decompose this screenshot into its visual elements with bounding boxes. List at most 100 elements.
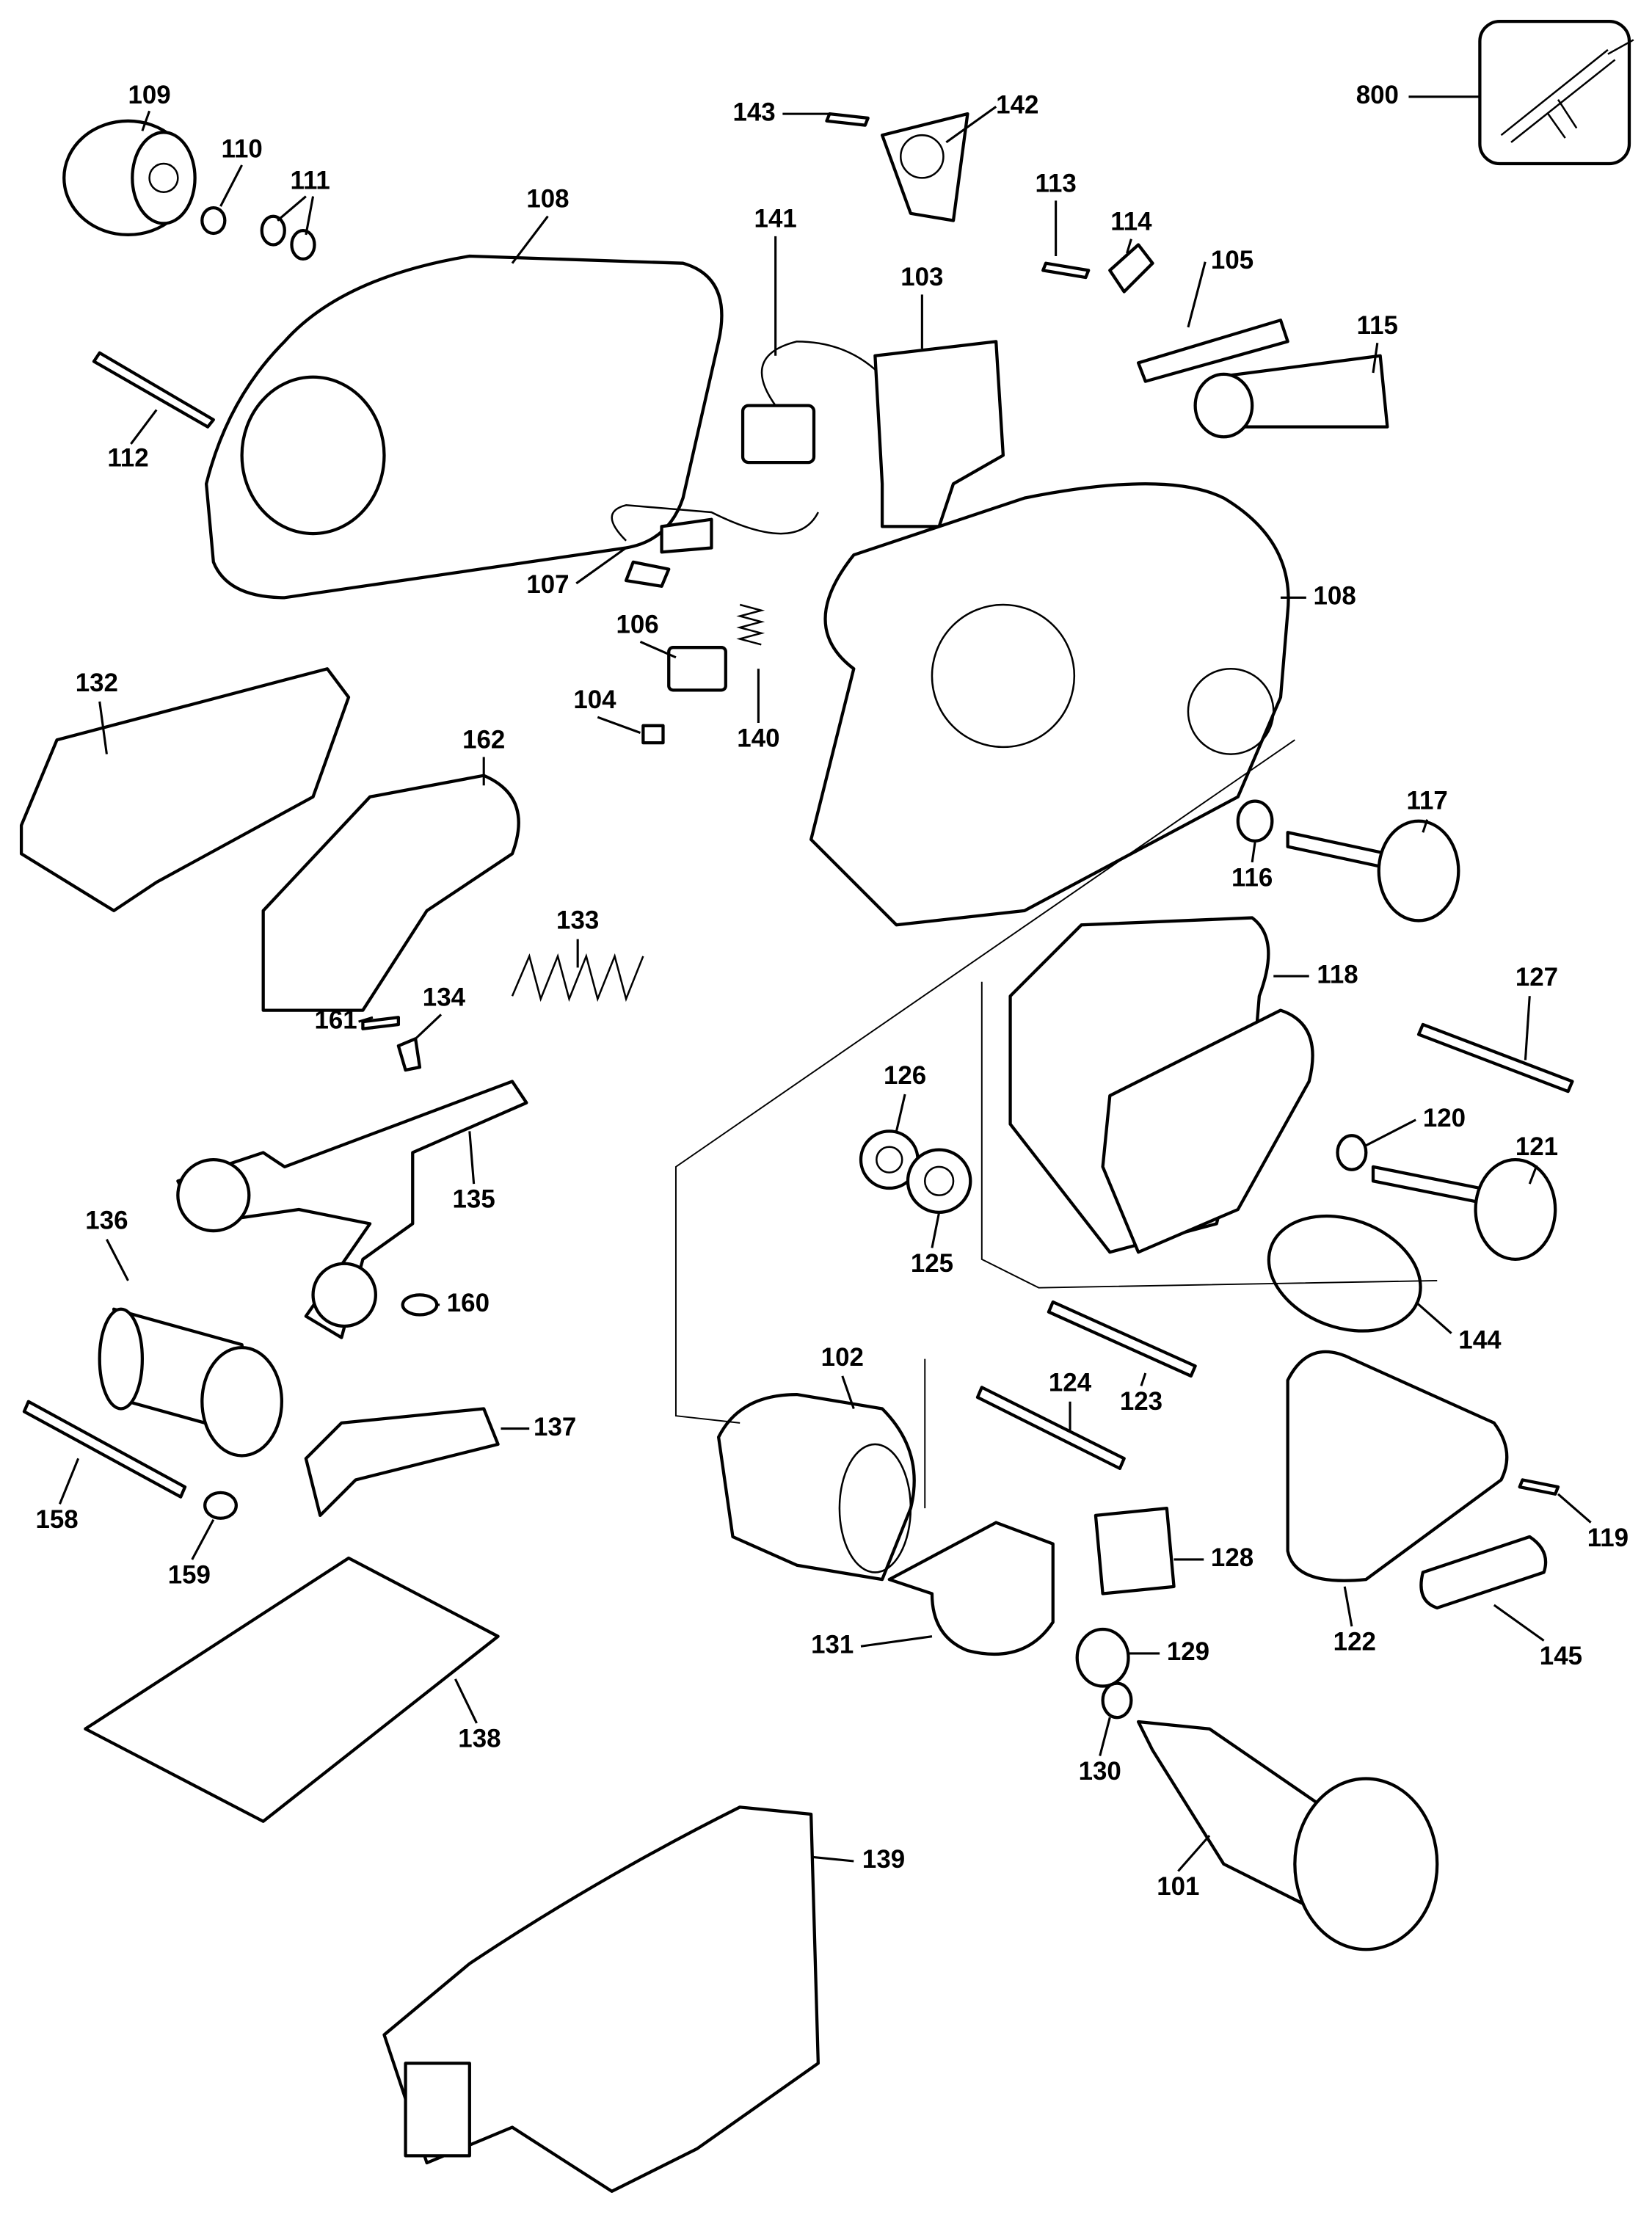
part-123-screw	[1047, 1300, 1197, 1378]
callout-104: 104	[573, 685, 616, 714]
callout-118: 118	[1317, 960, 1358, 989]
part-109-roller	[62, 119, 197, 237]
assembly-line	[674, 739, 1438, 1509]
part-117-gear	[1377, 819, 1460, 923]
callout-135: 135	[453, 1185, 495, 1214]
callout-103: 103	[900, 263, 943, 291]
part-137-plate	[304, 1407, 500, 1518]
part-142-cam	[880, 112, 969, 222]
part-127-screw	[1416, 1022, 1574, 1094]
part-103-switch	[873, 340, 1005, 528]
callout-101: 101	[1157, 1872, 1199, 1901]
callout-144: 144	[1458, 1326, 1502, 1355]
callout-labels: 109 110 111 108 112 143 142 141 113 114 …	[35, 81, 1629, 1901]
callout-139: 139	[862, 1845, 905, 1874]
part-105-cord	[1136, 319, 1289, 383]
part-108-handle-loop	[240, 375, 386, 536]
part-124-screw	[975, 1386, 1126, 1471]
callout-161: 161	[314, 1005, 357, 1034]
part-120-bearing	[1336, 1134, 1368, 1171]
part-108-housing-right	[809, 482, 1290, 927]
callout-131: 131	[811, 1630, 854, 1659]
callout-109: 109	[128, 81, 170, 109]
callout-159: 159	[168, 1560, 211, 1589]
part-128-brush-cover	[1094, 1507, 1176, 1596]
part-161-screw	[361, 1016, 401, 1030]
part-110-clip	[200, 205, 227, 236]
part-133-spring	[511, 953, 644, 1003]
part-107-cable	[611, 504, 819, 542]
callout-111: 111	[290, 166, 330, 194]
part-112-bolt	[92, 351, 215, 429]
part-141-capacitor	[741, 404, 816, 465]
part-134-pin	[396, 1037, 422, 1072]
part-113-screw	[1041, 261, 1091, 280]
part-118-gear-cover	[1101, 1008, 1314, 1254]
callout-158: 158	[35, 1505, 78, 1534]
part-101-fan	[1293, 1777, 1439, 1951]
callout-123: 123	[1120, 1387, 1162, 1416]
part-129-bearing	[1075, 1627, 1130, 1688]
callout-138: 138	[458, 1724, 501, 1753]
callout-112: 112	[107, 443, 148, 472]
callout-108-right: 108	[1314, 582, 1356, 611]
part-138-belt	[84, 1556, 500, 1823]
callout-129: 129	[1167, 1637, 1209, 1666]
part-158-shaft	[22, 1400, 187, 1499]
callout-121: 121	[1515, 1132, 1558, 1161]
callout-800: 800	[1356, 81, 1399, 109]
callout-102: 102	[821, 1343, 864, 1372]
part-159-bush	[203, 1491, 238, 1520]
part-106-brush-holder	[667, 646, 727, 692]
callout-127: 127	[1515, 963, 1558, 992]
part-shapes	[19, 19, 1634, 2193]
callout-126: 126	[884, 1061, 926, 1090]
callout-132: 132	[76, 669, 118, 697]
callout-140: 140	[737, 724, 779, 752]
part-119-screw	[1518, 1478, 1560, 1496]
callout-142: 142	[996, 91, 1038, 120]
part-121-gear	[1474, 1158, 1557, 1262]
callout-162: 162	[462, 725, 505, 754]
part-102-field	[716, 1392, 916, 1582]
part-104-brush	[641, 724, 665, 745]
callout-124: 124	[1049, 1369, 1092, 1397]
callout-133: 133	[556, 906, 599, 935]
leader-lines	[58, 95, 1592, 1872]
callout-125: 125	[911, 1249, 953, 1278]
part-131-baffle	[887, 1521, 1055, 1656]
callout-122: 122	[1333, 1628, 1376, 1656]
callout-141: 141	[754, 205, 797, 233]
callout-130: 130	[1079, 1757, 1121, 1786]
part-143-screw	[825, 112, 870, 127]
callout-116: 116	[1231, 863, 1273, 892]
part-135-tensioner	[176, 1080, 528, 1339]
callout-136: 136	[85, 1207, 128, 1235]
callout-160: 160	[447, 1289, 490, 1317]
callout-106: 106	[616, 610, 659, 638]
callout-108: 108	[526, 185, 569, 214]
part-114-clamp	[1108, 243, 1154, 294]
callout-105: 105	[1211, 246, 1253, 274]
callout-117: 117	[1407, 787, 1448, 815]
callout-128: 128	[1211, 1543, 1253, 1572]
part-122-side-cover	[1286, 1350, 1509, 1582]
callout-107: 107	[526, 570, 569, 599]
part-144-drive-belt	[1267, 1214, 1422, 1333]
part-160-washer	[401, 1293, 439, 1317]
part-116-bearing	[1236, 799, 1274, 843]
callout-113: 113	[1035, 169, 1076, 197]
callout-110: 110	[221, 135, 262, 164]
part-111-washers	[260, 214, 316, 261]
part-130-bearing	[1101, 1681, 1133, 1720]
part-162-frame	[261, 774, 520, 1012]
callout-120: 120	[1423, 1104, 1466, 1132]
part-800-gun-icon	[1500, 39, 1634, 143]
part-125-bearing	[906, 1148, 972, 1215]
callout-114: 114	[1110, 208, 1152, 236]
callout-115: 115	[1357, 311, 1398, 340]
part-139-dust-bag	[382, 1805, 820, 2193]
callout-143: 143	[732, 98, 775, 126]
callout-137: 137	[534, 1413, 576, 1441]
